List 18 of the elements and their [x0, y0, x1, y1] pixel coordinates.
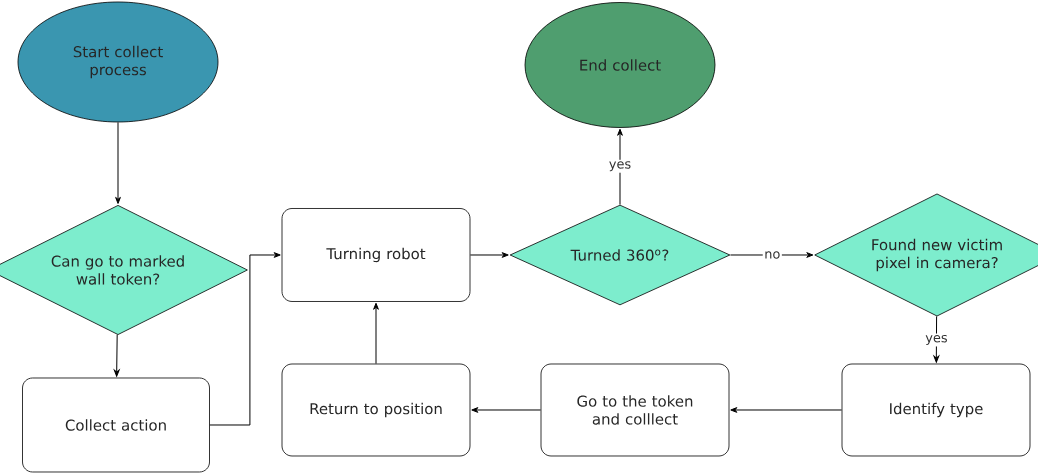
arrow: [471, 407, 542, 413]
arrow: [373, 302, 379, 365]
process-box: Turning robot: [281, 208, 471, 302]
arrow: [729, 252, 814, 258]
arrow: [730, 407, 843, 413]
arrow: [209, 252, 281, 426]
process-box: Return to position: [281, 363, 471, 457]
edge-label: no: [762, 249, 782, 261]
process-box: Go to the token and colllect: [540, 363, 730, 457]
arrow: [617, 128, 623, 206]
arrow: [115, 121, 121, 204]
arrow: [469, 252, 509, 258]
edge-label: yes: [607, 159, 633, 173]
arrow: [933, 315, 940, 363]
process-box: Collect action: [22, 377, 210, 473]
process-box: Identify type: [841, 363, 1031, 457]
edge-label: yes: [923, 333, 950, 347]
arrow: [113, 334, 120, 377]
